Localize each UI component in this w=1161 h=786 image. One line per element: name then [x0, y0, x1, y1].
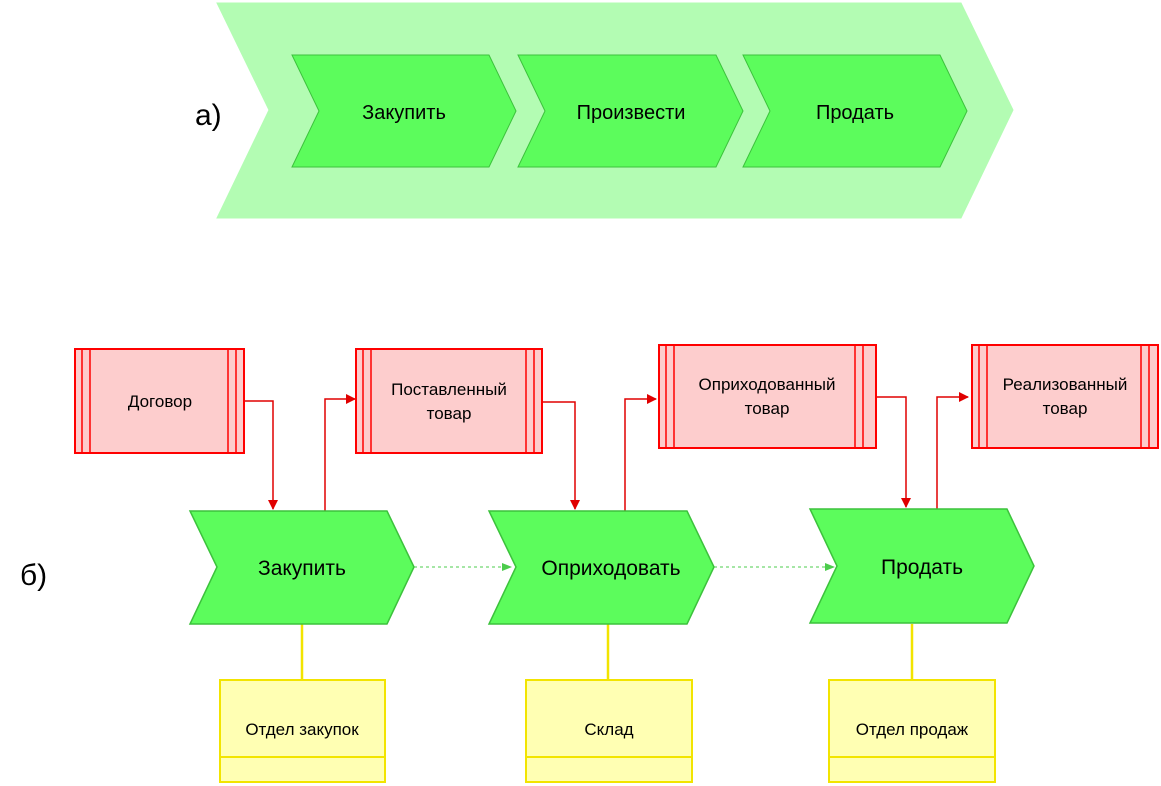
- document-sold-goods[interactable]: Реализованный товар: [971, 344, 1159, 449]
- chevron-step-1[interactable]: [291, 54, 517, 168]
- document-delivered-goods[interactable]: Поставленный товар: [355, 348, 543, 454]
- connector-sell-to-sold: [936, 392, 969, 509]
- function-purchase-label: Закупить: [258, 557, 346, 580]
- document-sold-line1: Реализованный: [1003, 375, 1128, 394]
- function-sell[interactable]: [808, 508, 1035, 624]
- document-contract-label: Договор: [128, 392, 192, 411]
- document-delivered-line1: Поставленный: [391, 380, 507, 399]
- part-b-label: б): [20, 559, 47, 592]
- document-delivered-line2: товар: [427, 404, 472, 423]
- function-purchase[interactable]: [188, 510, 415, 625]
- connector-receive-to-received: [624, 394, 657, 511]
- step-3-label: Продать: [816, 102, 894, 124]
- connector-delivered-to-receive: [542, 401, 580, 510]
- connector-received-to-sell: [876, 396, 911, 508]
- department-sales-label: Отдел продаж: [856, 720, 969, 739]
- document-sold-line2: товар: [1043, 399, 1088, 418]
- function-sell-label: Продать: [881, 556, 963, 579]
- step-2-label: Произвести: [577, 102, 686, 124]
- function-receive[interactable]: [487, 510, 715, 625]
- document-received-line1: Оприходованный: [699, 375, 836, 394]
- part-a-label: а): [195, 99, 222, 132]
- department-purchasing-label: Отдел закупок: [245, 720, 359, 739]
- department-warehouse-label: Склад: [584, 720, 633, 739]
- chevron-step-3[interactable]: [742, 54, 968, 168]
- document-contract[interactable]: Договор: [74, 348, 245, 454]
- document-received-line2: товар: [745, 399, 790, 418]
- department-purchasing[interactable]: Отдел закупок: [219, 679, 386, 783]
- department-sales[interactable]: Отдел продаж: [828, 679, 996, 783]
- connector-purchase-to-delivered: [324, 394, 356, 511]
- function-receive-label: Оприходовать: [541, 557, 680, 580]
- department-warehouse[interactable]: Склад: [525, 679, 693, 783]
- connector-contract-to-purchase: [244, 400, 278, 510]
- document-received-goods[interactable]: Оприходованный товар: [658, 344, 877, 449]
- step-1-label: Закупить: [362, 102, 446, 124]
- chevron-step-2[interactable]: [517, 54, 744, 168]
